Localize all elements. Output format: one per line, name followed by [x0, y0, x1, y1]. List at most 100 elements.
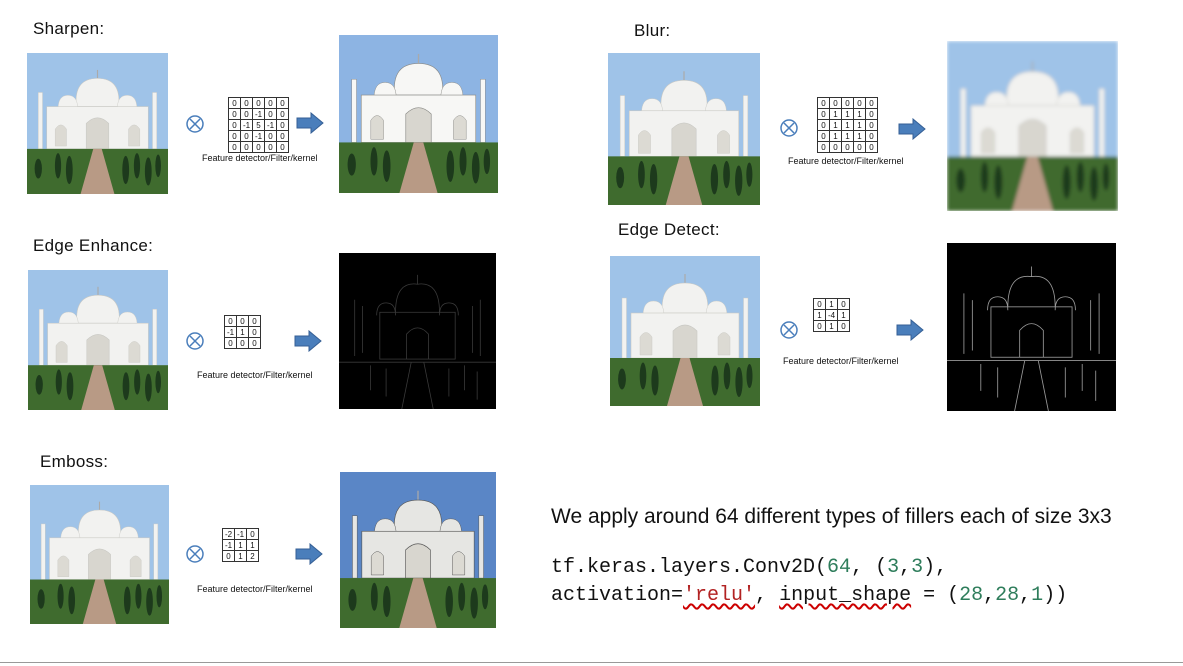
code-token: ,: [899, 556, 912, 579]
kernel-cell: 2: [246, 550, 259, 562]
kernel-cell: 0: [248, 326, 261, 338]
output-photo-edge-enhance: [339, 253, 496, 409]
output-photo-blur: [947, 41, 1118, 211]
code-token: = (: [911, 584, 960, 607]
kernel-cell: -1: [234, 528, 247, 540]
kernel-cell: -1: [252, 130, 265, 142]
code-token: ,: [755, 584, 780, 607]
kernel-cell: 0: [276, 108, 289, 120]
kernel-caption: Feature detector/Filter/kernel: [788, 156, 904, 166]
kernel-cell: 0: [224, 337, 237, 349]
kernel-cell: 0: [865, 141, 878, 153]
input-photo-emboss: [30, 485, 169, 624]
tagline: We apply around 64 different types of fi…: [551, 505, 1112, 528]
kernel-cell: 0: [817, 141, 830, 153]
right-arrow-icon: [896, 319, 924, 341]
kernel-cell: 1: [234, 539, 247, 551]
kernel-cell: 0: [224, 315, 237, 327]
circled-times-icon: [186, 332, 204, 350]
code-token: ,: [1019, 584, 1032, 607]
kernel-cell: 0: [236, 315, 249, 327]
circled-times-icon: [186, 545, 204, 563]
kernel-cell: 0: [228, 130, 241, 142]
kernel-cell: 0: [246, 528, 259, 540]
kernel-cell: 1: [825, 298, 838, 310]
code-token: ),: [923, 556, 948, 579]
kernel-cell: 1: [841, 119, 854, 131]
kernel-cell: 0: [865, 97, 878, 109]
kernel-cell: 1: [829, 119, 842, 131]
kernel-cell: -4: [825, 309, 838, 321]
kernel-cell: 0: [865, 130, 878, 142]
kernel-cell: 1: [841, 130, 854, 142]
kernel-cell: 0: [829, 141, 842, 153]
kernel-cell: 0: [264, 141, 277, 153]
input-photo-edge-detect: [610, 256, 760, 406]
kernel-cell: 0: [817, 97, 830, 109]
kernel-cell: 0: [817, 130, 830, 142]
code-line-2: activation='relu', input_shape = (28,28,…: [551, 584, 1067, 607]
kernel-cell: 0: [240, 141, 253, 153]
title-blur: Blur:: [634, 21, 671, 40]
kernel-cell: 1: [841, 108, 854, 120]
code-token: tf.keras.layers.Conv2D(: [551, 556, 828, 579]
kernel-cell: 1: [813, 309, 826, 321]
title-edge-detect: Edge Detect:: [618, 220, 720, 239]
kernel-cell: -1: [222, 539, 235, 551]
code-token: ,: [983, 584, 996, 607]
kernel-cell: -1: [240, 119, 253, 131]
circled-times-icon: [186, 115, 204, 133]
title-edge-enhance: Edge Enhance:: [33, 236, 154, 255]
code-keyword: input_shape: [779, 584, 912, 607]
kernel-cell: 0: [228, 141, 241, 153]
kernel-cell: 1: [246, 539, 259, 551]
kernel-cell: 0: [228, 108, 241, 120]
kernel-cell: 0: [829, 97, 842, 109]
kernel-cell: 1: [236, 326, 249, 338]
code-number: 64: [827, 556, 852, 579]
kernel-cell: 0: [276, 97, 289, 109]
kernel-cell: 0: [240, 97, 253, 109]
title-sharpen: Sharpen:: [33, 19, 105, 38]
title-emboss: Emboss:: [40, 452, 109, 471]
kernel-caption: Feature detector/Filter/kernel: [783, 356, 899, 366]
kernel-cell: 1: [829, 130, 842, 142]
kernel-cell: 0: [240, 108, 253, 120]
kernel-cell: 0: [264, 97, 277, 109]
kernel-cell: 0: [841, 97, 854, 109]
kernel-cell: 1: [829, 108, 842, 120]
code-token: activation=: [551, 584, 684, 607]
kernel-cell: 1: [853, 130, 866, 142]
kernel-cell: -1: [224, 326, 237, 338]
right-arrow-icon: [294, 330, 322, 352]
kernel-cell: 0: [248, 315, 261, 327]
kernel-cell: 0: [817, 108, 830, 120]
kernel-cell: 0: [813, 320, 826, 332]
code-number: 28: [959, 584, 984, 607]
circled-times-icon: [780, 321, 798, 339]
kernel-cell: 0: [865, 119, 878, 131]
kernel-cell: -1: [252, 108, 265, 120]
kernel-cell: 0: [817, 119, 830, 131]
code-number: 1: [1031, 584, 1044, 607]
code-line-1: tf.keras.layers.Conv2D(64, (3,3),: [551, 556, 947, 579]
code-number: 3: [911, 556, 924, 579]
kernel-cell: 0: [276, 141, 289, 153]
kernel-cell: 1: [825, 320, 838, 332]
kernel-cell: 0: [264, 108, 277, 120]
output-photo-sharpen: [339, 35, 498, 193]
code-token: , (: [851, 556, 888, 579]
input-photo-blur: [608, 53, 760, 205]
kernel-cell: 0: [252, 141, 265, 153]
input-photo-sharpen: [27, 53, 168, 194]
code-string: 'relu': [683, 584, 756, 607]
bottom-divider: [0, 662, 1183, 663]
kernel-cell: 5: [252, 119, 265, 131]
kernel-cell: 0: [276, 119, 289, 131]
kernel-cell: 0: [222, 550, 235, 562]
kernel-cell: 0: [264, 130, 277, 142]
